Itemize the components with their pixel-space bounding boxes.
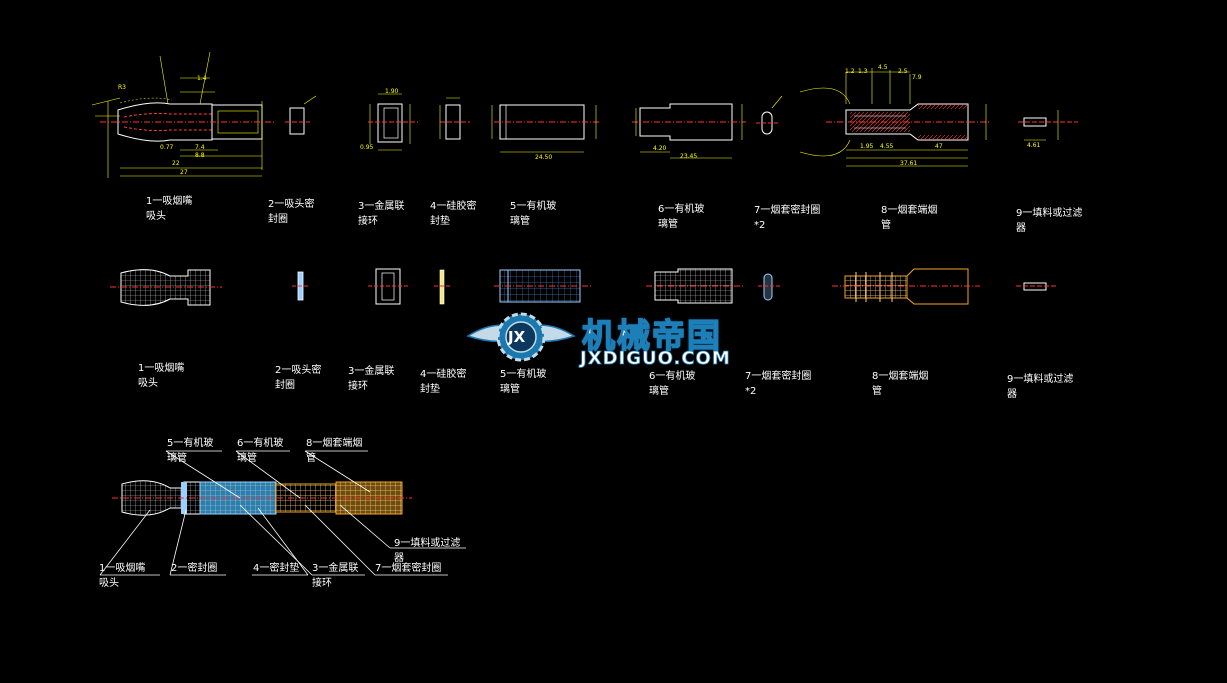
- assembly-label-part8: 8一烟套端烟管: [306, 438, 363, 464]
- dim-text: 1.95: [860, 143, 874, 150]
- assembly-view: [99, 450, 466, 576]
- part4-silicone-gasket-3d: [434, 269, 452, 305]
- assembly-label-part3: 3一金属联接环: [312, 563, 359, 589]
- part5-glass-tube-drawing: [491, 104, 600, 153]
- part8-end-tube-drawing: [799, 68, 990, 167]
- part6-glass-tube-3d: [646, 268, 744, 304]
- row1-label-part3: 3一金属联接环: [358, 201, 405, 227]
- row1-label-part9: 9一填料或过滤器: [1016, 208, 1083, 234]
- dim-text: 0.95: [360, 144, 374, 151]
- dim-text: 8.8: [195, 152, 205, 159]
- part9-filter-3d: [1016, 282, 1058, 291]
- assembly-label-part5: 5一有机玻璃管: [167, 438, 214, 464]
- dim-text: 4.61: [1027, 142, 1041, 149]
- part1-mouthpiece-drawing: [91, 51, 275, 178]
- row1-label-part1: 1一吸烟嘴吸头: [146, 196, 193, 222]
- part3-metal-ring-drawing: [368, 93, 418, 151]
- dim-text: 0.77: [160, 144, 174, 151]
- part7-cover-seal-ring-drawing: [756, 95, 783, 135]
- row2-label-part7: 7一烟套密封圈*2: [745, 371, 812, 397]
- dim-text: 37.61: [900, 160, 918, 167]
- row1-label-part8: 8一烟套端烟管: [881, 205, 938, 231]
- dim-text: 1.4: [197, 75, 207, 82]
- part2-seal-ring-drawing: [285, 95, 317, 135]
- part4-silicone-gasket-drawing: [439, 97, 470, 140]
- dim-text: R3: [118, 84, 126, 91]
- dim-text: 1.2: [845, 68, 855, 75]
- watermark-logo-glyph: JX: [508, 328, 526, 346]
- dim-text: 23.45: [680, 153, 698, 160]
- row2-label-part9: 9一填料或过滤器: [1007, 374, 1074, 400]
- part2-seal-ring-3d: [292, 271, 310, 301]
- row2-label-part1: 1一吸烟嘴吸头: [138, 363, 185, 389]
- dim-text: 4.20: [653, 145, 667, 152]
- row2-label-part5: 5一有机玻璃管: [500, 369, 547, 395]
- row2-label-part4: 4一硅胶密封垫: [420, 369, 467, 395]
- dim-text: 22: [172, 160, 180, 167]
- assembly-label-part2: 2一密封圈: [171, 563, 218, 574]
- row2-label-part6: 6一有机玻璃管: [649, 371, 696, 397]
- assembly-label-part9: 9一填料或过滤器: [394, 538, 461, 564]
- dim-text: 7.4: [195, 144, 205, 151]
- row2-label-part2: 2一吸头密封圈: [275, 365, 322, 391]
- row1-label-part2: 2一吸头密封圈: [268, 199, 315, 225]
- dim-text: 1.3: [858, 68, 868, 75]
- row1-label-part7: 7一烟套密封圈*2: [754, 205, 821, 231]
- dim-text: 47: [935, 143, 943, 150]
- part7-cover-seal-ring-3d: [758, 273, 780, 301]
- watermark-brand-name: 机械帝国: [581, 315, 722, 356]
- assembly-label-part7: 7一烟套密封圈: [375, 563, 442, 574]
- watermark-logo: [466, 312, 576, 362]
- assembly-label-part4: 4一密封垫: [253, 563, 300, 574]
- part3-metal-ring-3d: [368, 268, 410, 305]
- dim-text: 4.5: [878, 64, 888, 71]
- part9-filter-drawing: [1018, 110, 1078, 141]
- row1-label-part6: 6一有机玻璃管: [658, 204, 705, 230]
- dim-text: 24.50: [535, 154, 553, 161]
- assembly-label-part1: 1一吸烟嘴吸头: [99, 563, 146, 589]
- watermark-brand-url: JXDIGUO.COM: [580, 348, 731, 370]
- dim-text: 1.90: [385, 88, 399, 95]
- dim-text: 7.9: [912, 74, 922, 81]
- assembly-label-part6: 6一有机玻璃管: [237, 438, 284, 464]
- part8-end-tube-3d: [832, 268, 980, 305]
- dim-text: 2.5: [898, 68, 908, 75]
- part6-glass-tube-drawing: [632, 103, 746, 159]
- dim-text: 27: [180, 169, 188, 176]
- row1-label-part4: 4一硅胶密封垫: [430, 201, 477, 227]
- row2-label-part8: 8一烟套端烟管: [872, 371, 929, 397]
- part1-mouthpiece-3d: [110, 269, 222, 306]
- dim-text: 4.55: [880, 143, 894, 150]
- row2-label-part3: 3一金属联接环: [348, 366, 395, 392]
- row1-label-part5: 5一有机玻璃管: [510, 201, 557, 227]
- part5-glass-tube-3d: [494, 269, 592, 303]
